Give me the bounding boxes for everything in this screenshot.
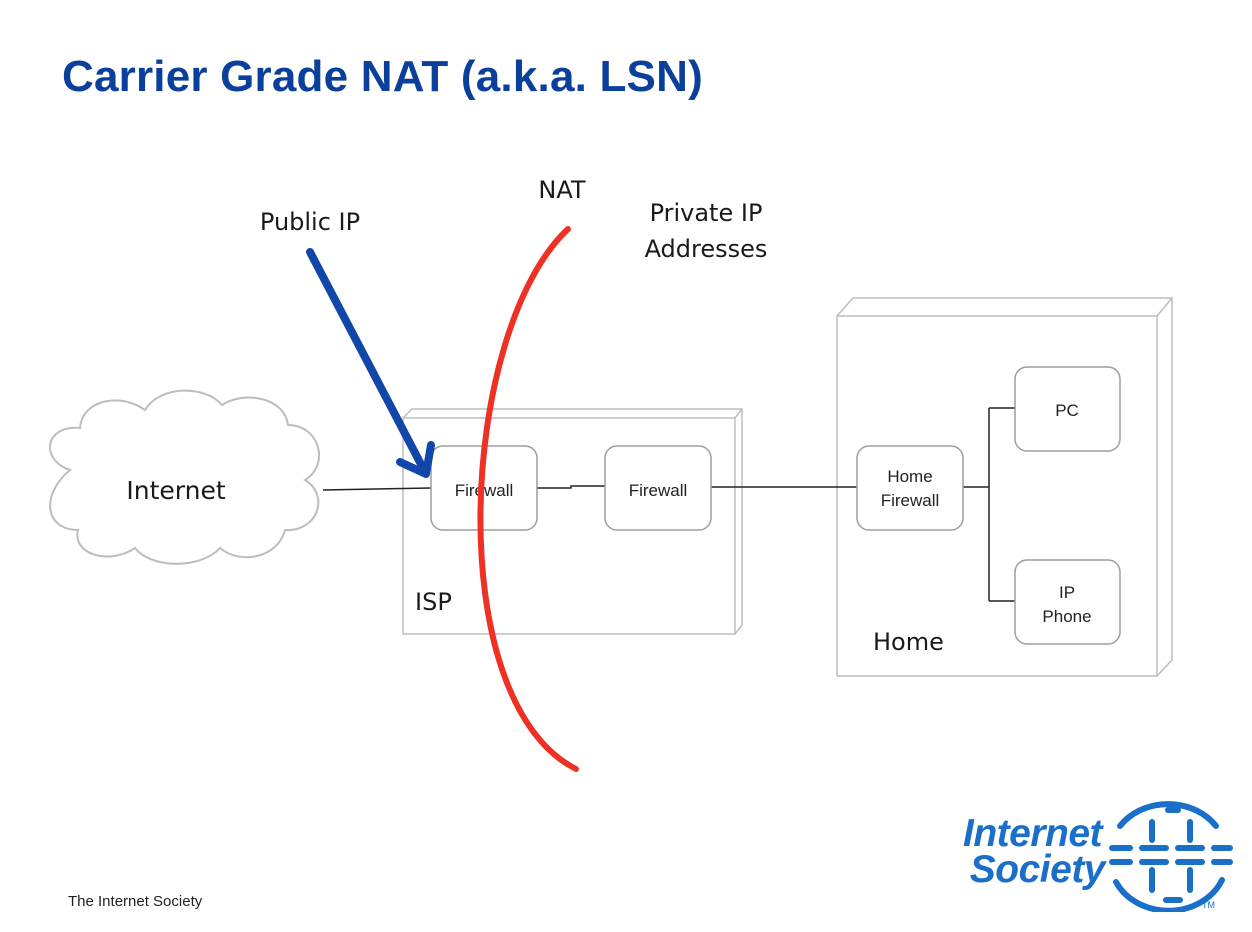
- private-ip-label-line1: Private IP: [650, 199, 763, 227]
- connection-lines: [322, 407, 1015, 602]
- logo-line1: Internet: [962, 812, 1103, 855]
- internet-cloud: [48, 389, 321, 565]
- globe-icon: TM: [1109, 801, 1233, 912]
- home-box: [836, 297, 1173, 677]
- isp-firewall-2-node: Firewall: [604, 445, 712, 531]
- trademark-mark: TM: [1202, 900, 1215, 910]
- internet-society-logo: Internet Society TM: [940, 792, 1240, 912]
- isp-firewall-2-label: Firewall: [629, 481, 688, 500]
- home-firewall-node: Home Firewall: [856, 445, 964, 531]
- slide-title: Carrier Grade NAT (a.k.a. LSN): [62, 52, 703, 101]
- public-ip-label: Public IP: [260, 208, 360, 236]
- isp-label: ISP: [415, 588, 452, 616]
- ip-phone-label-line1: IP: [1059, 583, 1075, 602]
- isp-box: [402, 408, 743, 635]
- ip-phone-label-line2: Phone: [1042, 607, 1091, 626]
- footer-text: The Internet Society: [68, 893, 203, 910]
- internet-label: Internet: [126, 476, 225, 505]
- home-firewall-label-line1: Home: [887, 467, 932, 486]
- logo-line2: Society: [969, 848, 1106, 891]
- pc-node: PC: [1014, 366, 1121, 452]
- public-ip-arrow: [306, 248, 435, 478]
- ip-phone-node: IP Phone: [1014, 559, 1121, 645]
- nat-label: NAT: [538, 176, 586, 204]
- nat-boundary-curve: [477, 226, 579, 772]
- home-firewall-label-line2: Firewall: [881, 491, 940, 510]
- pc-label: PC: [1055, 401, 1079, 420]
- home-label: Home: [873, 628, 944, 656]
- private-ip-label-line2: Addresses: [645, 235, 768, 263]
